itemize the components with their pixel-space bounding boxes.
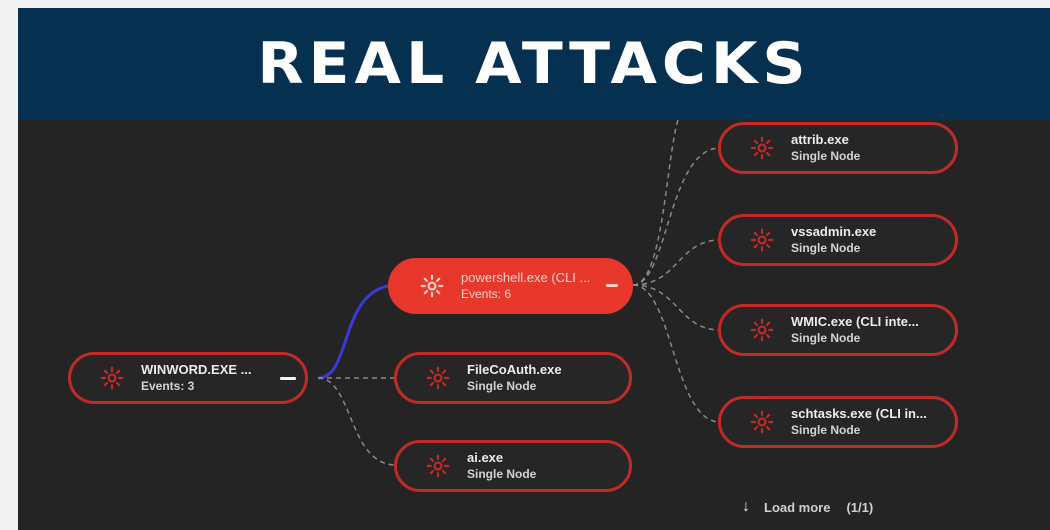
node-name: WMIC.exe (CLI inte... [791, 314, 919, 329]
node-wmic[interactable]: WMIC.exe (CLI inte... Single Node [718, 304, 958, 356]
gear-icon [426, 454, 450, 478]
edge-powershell-schtasks [632, 284, 721, 423]
node-name: powershell.exe (CLI ... [461, 270, 591, 285]
arrow-down-icon: ↓ [742, 498, 750, 515]
load-more-count: (1/1) [846, 499, 874, 515]
gear-icon [750, 410, 774, 434]
gear-icon [750, 318, 774, 342]
node-sub: Events: 3 [141, 379, 195, 393]
edge-powershell-wmic [632, 284, 721, 331]
edge-winword-ai [317, 377, 397, 466]
edge-winword-powershell [317, 283, 399, 380]
node-winword[interactable]: WINWORD.EXE ... Events: 3 [68, 352, 308, 404]
node-name: attrib.exe [791, 132, 849, 147]
process-graph: WINWORD.EXE ... Events: 3 powershell.exe… [18, 120, 1050, 530]
title-banner: REAL ATTACKS [18, 8, 1050, 120]
node-filecoauth[interactable]: FileCoAuth.exe Single Node [394, 352, 632, 404]
node-sub: Single Node [791, 149, 861, 163]
edge-powershell-vssadmin [632, 239, 721, 286]
collapse-handle[interactable] [606, 284, 618, 287]
node-name: ai.exe [467, 450, 504, 465]
edge-powershell-attrib-2 [632, 120, 679, 286]
node-name: WINWORD.EXE ... [141, 362, 252, 377]
load-more-button[interactable]: ↓ Load more (1/1) [742, 498, 873, 516]
gear-icon [100, 366, 124, 390]
collapse-handle[interactable] [280, 377, 296, 380]
node-vssadmin[interactable]: vssadmin.exe Single Node [718, 214, 958, 266]
node-sub: Single Node [791, 331, 861, 345]
gear-icon [750, 228, 774, 252]
screenshot-frame: REAL ATTACKS WINWORD.EXE ... Events: 3 [18, 8, 1050, 530]
node-attrib[interactable]: attrib.exe Single Node [718, 122, 958, 174]
load-more-label: Load more [764, 499, 831, 515]
node-sub: Single Node [791, 241, 861, 255]
node-name: vssadmin.exe [791, 224, 877, 239]
edge-powershell-attrib [632, 147, 721, 286]
gear-icon [420, 274, 444, 298]
node-sub: Events: 6 [461, 287, 512, 301]
gear-icon [750, 136, 774, 160]
node-name: FileCoAuth.exe [467, 362, 562, 377]
node-sub: Single Node [467, 379, 537, 393]
node-ai[interactable]: ai.exe Single Node [394, 440, 632, 492]
node-sub: Single Node [467, 467, 537, 481]
banner-title: REAL ATTACKS [257, 30, 811, 98]
node-name: schtasks.exe (CLI in... [791, 406, 927, 421]
node-schtasks[interactable]: schtasks.exe (CLI in... Single Node [718, 396, 958, 448]
node-powershell[interactable]: powershell.exe (CLI ... Events: 6 [388, 258, 633, 314]
graph-edges [317, 120, 721, 466]
node-sub: Single Node [791, 423, 861, 437]
gear-icon [426, 366, 450, 390]
